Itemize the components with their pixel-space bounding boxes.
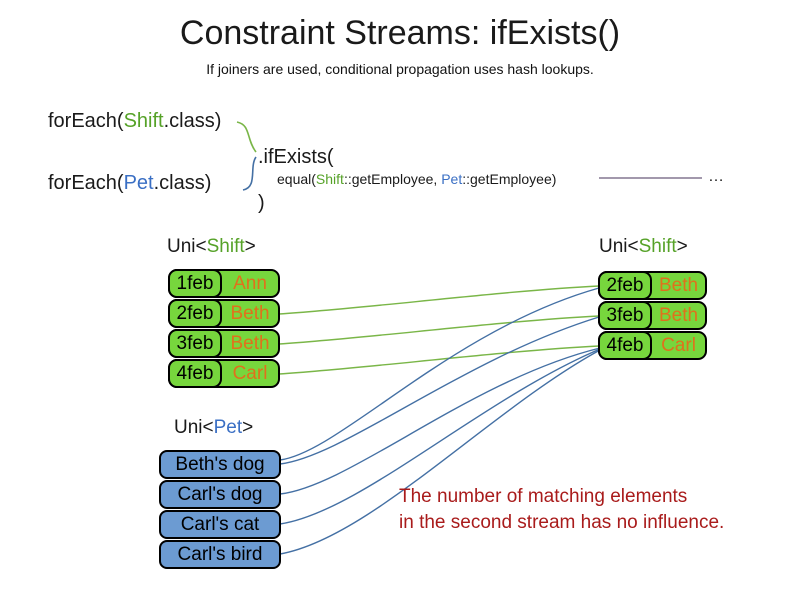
header-text: >	[244, 236, 256, 257]
edge-shift-4feb	[278, 345, 600, 375]
code-ellipsis: …	[708, 168, 725, 185]
pet-row: Beth's dog	[159, 450, 281, 479]
edge-carlsdog-4feb	[279, 347, 601, 495]
shift-row: 4feb Carl	[598, 331, 707, 360]
pet-row: Carl's dog	[159, 480, 281, 509]
code-close-paren: )	[258, 192, 265, 214]
header-text: >	[242, 417, 254, 438]
right-shift-header: Uni<Shift>	[599, 236, 688, 258]
edge-shift-2feb	[278, 285, 600, 315]
influence-note-line2: in the second stream has no influence.	[399, 512, 725, 533]
pet-header: Uni<Pet>	[174, 417, 253, 439]
shift-date-cell: 2feb	[598, 271, 652, 300]
shift-employee-cell: Carl	[232, 362, 268, 384]
brace-pet-curve	[242, 156, 257, 191]
edge-bethsdog-3feb	[279, 316, 600, 465]
code-text: forEach(	[48, 172, 124, 194]
page-title: Constraint Streams: ifExists()	[179, 14, 621, 52]
header-text: Uni<	[174, 417, 214, 438]
code-text: forEach(	[48, 110, 124, 132]
shift-date-cell: 4feb	[598, 331, 652, 360]
header-text: >	[676, 236, 688, 257]
pet-table: Beth's dog Carl's dog Carl's cat Carl's …	[159, 450, 281, 569]
left-shift-table: 1feb Ann 2feb Beth 3feb Beth 4feb Carl	[168, 269, 280, 388]
shift-employee-cell: Ann	[233, 272, 267, 294]
code-foreach-shift: forEach(Shift.class)	[48, 110, 221, 133]
shift-date-cell: 3feb	[598, 301, 652, 330]
shift-date-cell: 2feb	[168, 299, 222, 328]
shift-date-cell: 1feb	[168, 269, 222, 298]
shift-date-cell: 4feb	[168, 359, 222, 388]
code-text: .class)	[163, 110, 222, 132]
right-shift-table: 2feb Beth 3feb Beth 4feb Carl	[598, 271, 707, 360]
header-shift-token: Shift	[638, 236, 677, 257]
code-text: equal(	[277, 171, 316, 187]
code-shift-token: Shift	[123, 110, 164, 132]
shift-date-cell: 3feb	[168, 329, 222, 358]
shift-employee-cell: Beth	[230, 332, 270, 354]
influence-note: The number of matching elements in the s…	[399, 484, 724, 536]
pet-row: Carl's cat	[159, 510, 281, 539]
edge-bethsdog-2feb	[279, 287, 600, 461]
code-equal-joiner: equal(Shift::getEmployee, Pet::getEmploy…	[277, 171, 556, 187]
header-shift-token: Shift	[206, 236, 245, 257]
shift-employee-cell: Carl	[661, 334, 696, 356]
header-text: Uni<	[167, 236, 207, 257]
shift-row: 3feb Beth	[598, 301, 707, 330]
shift-row: 2feb Beth	[598, 271, 707, 300]
code-text: ::getEmployee,	[343, 171, 442, 187]
shift-employee-cell: Beth	[658, 304, 699, 326]
shift-row: 3feb Beth	[168, 329, 280, 358]
edge-shift-3feb	[278, 315, 600, 345]
pet-row: Carl's bird	[159, 540, 281, 569]
left-shift-header: Uni<Shift>	[167, 236, 256, 258]
code-text: .class)	[153, 172, 212, 194]
shift-employee-cell: Beth	[658, 274, 699, 296]
code-ifexists: .ifExists(	[258, 146, 334, 168]
header-text: Uni<	[599, 236, 639, 257]
shift-row: 4feb Carl	[168, 359, 280, 388]
influence-note-line1: The number of matching elements	[399, 486, 688, 507]
shift-employee-cell: Beth	[230, 302, 270, 324]
shift-row: 2feb Beth	[168, 299, 280, 328]
code-text: ::getEmployee)	[462, 171, 557, 187]
shift-row: 1feb Ann	[168, 269, 280, 298]
code-pet-token: Pet	[123, 172, 154, 194]
page-subtitle: If joiners are used, conditional propaga…	[206, 61, 594, 77]
header-pet-token: Pet	[213, 417, 243, 438]
code-shift-token: Shift	[315, 171, 344, 187]
brace-shift-curve	[236, 121, 257, 153]
code-foreach-pet: forEach(Pet.class)	[48, 172, 211, 195]
code-pet-token: Pet	[441, 171, 463, 187]
